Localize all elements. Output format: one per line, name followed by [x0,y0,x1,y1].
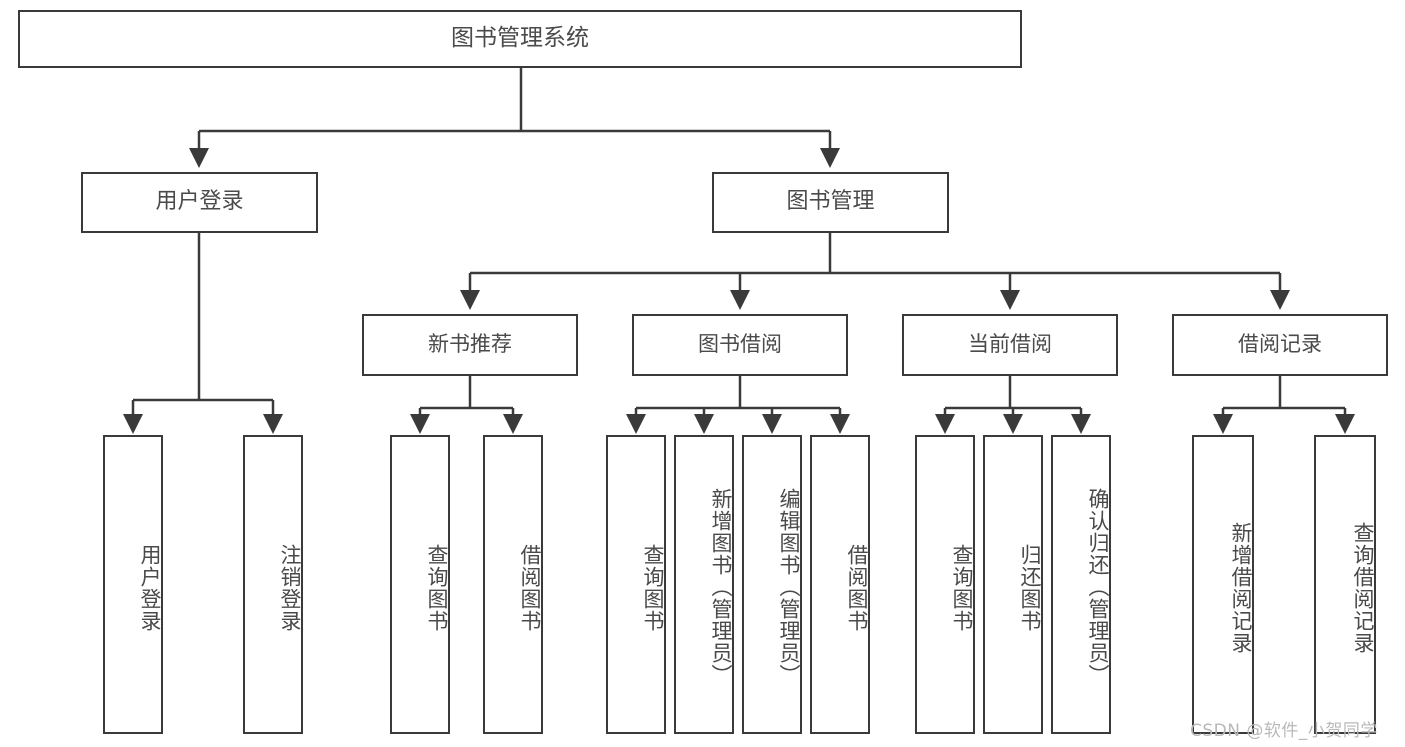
node-current-borrow[interactable]: 当前借阅 [902,314,1118,376]
node-borrow-record[interactable]: 借阅记录 [1172,314,1388,376]
leaf-query-borrow-record[interactable]: 查询借阅记录 [1314,435,1376,734]
leaf-query-book-current[interactable]: 查询图书 [915,435,975,734]
node-new-book-recommend[interactable]: 新书推荐 [362,314,578,376]
leaf-borrow-book-recommend[interactable]: 借阅图书 [483,435,543,734]
leaf-return-book[interactable]: 归还图书 [983,435,1043,734]
leaf-query-book-recommend[interactable]: 查询图书 [390,435,450,734]
node-book-management[interactable]: 图书管理 [712,172,949,233]
leaf-edit-book[interactable]: 编辑图书（管理员） [742,435,802,734]
leaf-borrow-book[interactable]: 借阅图书 [810,435,870,734]
node-user-login[interactable]: 用户登录 [81,172,318,233]
leaf-add-borrow-record[interactable]: 新增借阅记录 [1192,435,1254,734]
leaf-add-book[interactable]: 新增图书（管理员） [674,435,734,734]
node-book-borrow[interactable]: 图书借阅 [632,314,848,376]
node-root[interactable]: 图书管理系统 [18,10,1022,68]
leaf-query-book-borrow[interactable]: 查询图书 [606,435,666,734]
csdn-watermark: CSDN @软件_小贺同学 [1190,721,1378,741]
leaf-logout-login[interactable]: 注销登录 [243,435,303,734]
leaf-user-login[interactable]: 用户登录 [103,435,163,734]
leaf-confirm-return[interactable]: 确认归还（管理员） [1051,435,1111,734]
